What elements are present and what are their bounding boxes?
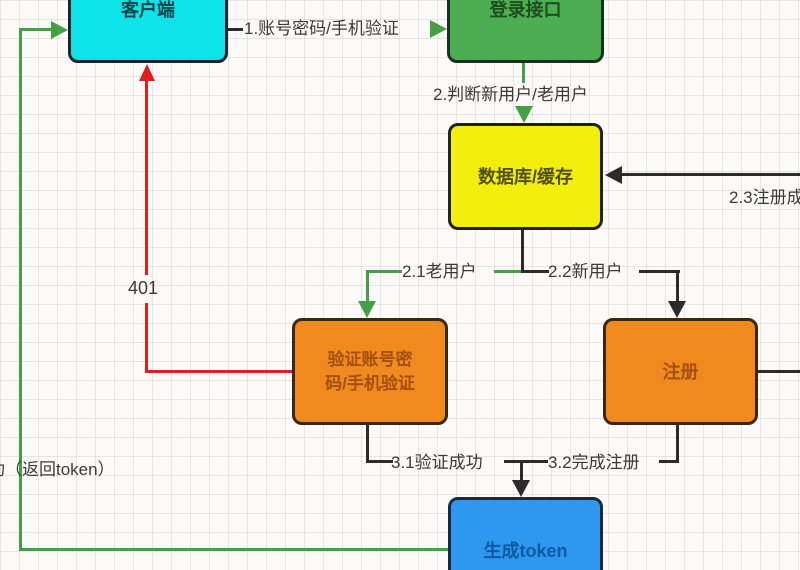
node-client-label: 客户端 [121,0,175,20]
arrowhead-into-login-api [430,20,447,38]
edge-label-401: 401 [128,278,159,298]
node-database-cache: 数据库/缓存 [448,123,603,230]
node-client: 客户端 [68,0,228,63]
edge-step2-1-vertical [366,270,369,303]
edge-branch-green-segment [494,270,522,273]
edge-label-step2-2: 2.2新用户 [548,262,623,281]
edge-step2-stub [522,62,525,83]
edge-token-stub [520,461,523,482]
edge-verify-down [366,424,369,463]
node-register-label: 注册 [662,361,699,382]
edge-label-step2: 2.判断新用户/老用户 [433,85,588,104]
arrowhead-into-register [668,301,686,318]
edge-step2-3-horizontal [620,173,800,176]
arrowhead-into-database [515,106,533,123]
node-register: 注册 [603,318,758,425]
arrowhead-into-token [512,480,530,497]
edge-label-step2-3: 2.3注册成 [729,188,800,207]
edge-label-step3-1: 3.1验证成功 [391,453,483,472]
edge-return-token-vertical [19,28,22,551]
node-verify-credentials: 验证账号密 码/手机验证 [292,318,448,425]
edge-step2-2-vertical [676,270,679,303]
edge-return-token-top [19,28,52,31]
arrowhead-into-client [51,21,68,39]
node-generate-token-label: 生成token [483,540,568,561]
edge-database-down [521,229,524,273]
edge-register-right-out [757,370,800,373]
node-verify-credentials-label: 验证账号密 码/手机验证 [325,349,415,393]
node-login-api: 登录接口 [447,0,604,63]
edge-label-step1: 1.账号密码/手机验证 [244,19,399,38]
edge-401-horizontal [145,370,293,373]
edge-branch-right-segment-a [521,270,549,273]
node-database-cache-label: 数据库/缓存 [477,166,573,187]
arrowhead-401-into-client [139,64,155,81]
edge-merge-segment-b [504,460,548,463]
edge-401-vertical-lower [145,303,148,373]
arrowhead-into-verify [358,301,376,318]
edge-register-down [676,424,679,463]
edge-step1-stub [228,28,243,31]
node-login-api-label: 登录接口 [489,0,562,20]
node-generate-token: 生成token [448,497,603,570]
edge-label-return-token: 功（返回token） [0,460,115,479]
edge-return-token-bottom [19,548,449,551]
edge-branch-right-segment-b [639,270,680,273]
edge-merge-segment-a [366,460,393,463]
edge-label-step3-2: 3.2完成注册 [548,453,640,472]
arrowhead-2-3-into-database [605,166,622,184]
edge-401-vertical-upper [145,79,148,275]
edge-step2-1-horizontal [366,270,402,273]
edge-label-step2-1: 2.1老用户 [402,262,477,281]
edge-merge-segment-c [659,460,679,463]
